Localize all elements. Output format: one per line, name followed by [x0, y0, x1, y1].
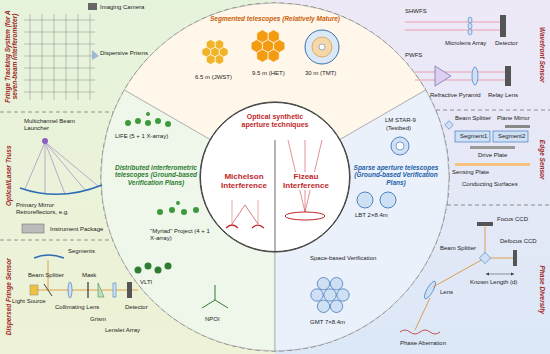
part-label: Primary Mirror Retroreflectors, e.g.	[16, 202, 86, 216]
node-text: Wavefront Sensor	[538, 5, 545, 105]
sector-heading: Distributed interferometric telescopes (…	[112, 164, 200, 186]
part-label: Beam Splitter	[440, 245, 476, 252]
node-text: Michelson Interference	[218, 172, 270, 190]
part-label: Segment1	[460, 133, 487, 140]
part-label: LM STAR-9	[385, 117, 416, 124]
part-label: GMT 7×8.4m	[310, 319, 345, 326]
part-label: Phase Aberration	[400, 340, 446, 347]
part-label: "Myriad" Project (4 + 1 X-array)	[150, 228, 212, 242]
part-label: Refractive Pyramid	[430, 92, 481, 99]
sector-heading: Sparse aperture telescopes (Ground-based…	[352, 164, 440, 186]
node-text: Distributed interferometric telescopes (…	[112, 164, 200, 186]
part-label: Multichannel Beam Launcher	[24, 118, 79, 132]
part-label: Light Source	[12, 298, 46, 305]
part-label: Dispersive Prisms	[100, 50, 148, 57]
part-label: Space-based Verification	[310, 255, 376, 262]
part-label: Defocus CCD	[500, 238, 537, 245]
part-label: Segment2	[498, 133, 525, 140]
panel-heading: Optical/Laser Truss	[5, 126, 12, 226]
part-label: (Testbed)	[386, 125, 411, 132]
part-label: Instrument Package	[50, 226, 103, 233]
panel-heading: Phase Diversity	[538, 240, 545, 340]
part-label: Microlens Array	[445, 40, 486, 47]
sector-heading: Segmented telescopes (Relatively Mature)	[205, 15, 345, 22]
part-label: Lenslet Array	[105, 327, 140, 334]
node-text: Sparse aperture telescopes (Ground-based…	[352, 164, 440, 186]
part-label: Imaging Camera	[100, 4, 144, 11]
interference-type: Michelson Interference	[218, 172, 270, 190]
technique-circle: Optical synthetic aperture techniquesMic…	[200, 102, 350, 252]
panel-heading: Edge Sensor	[538, 115, 545, 205]
part-label: Sensing Plate	[452, 169, 489, 176]
part-label: 9.5 m (HET)	[252, 70, 285, 77]
part-label: LBT 2×8.4m	[355, 212, 388, 219]
part-label: 6.5 m (JWST)	[195, 74, 232, 81]
part-label: SHWFS	[405, 8, 427, 15]
node-text: Dispersed Fringe Sensor	[5, 247, 12, 347]
core-title: Optical synthetic aperture techniques	[235, 113, 315, 129]
part-label: 30 m (TMT)	[305, 70, 336, 77]
part-label: Segments	[68, 248, 95, 255]
part-label: Beam Splitter	[455, 115, 491, 122]
interference-type: Fizeau Interference	[280, 172, 332, 190]
node-text: Optical/Laser Truss	[5, 126, 12, 226]
part-label: Beam Splitter	[28, 272, 64, 279]
node-text: Segmented telescopes (Relatively Mature)	[205, 15, 345, 22]
part-label: Drive Plate	[478, 152, 507, 159]
part-label: Mask	[82, 272, 96, 279]
part-label: Relay Lens	[488, 92, 518, 99]
part-label: Known Length (d)	[470, 279, 517, 286]
part-label: Focus CCD	[497, 216, 528, 223]
node-text: Edge Sensor	[538, 115, 545, 205]
panel-heading: Fringe Tracking System (for A seven-beam…	[4, 1, 19, 111]
part-label: Detector	[125, 304, 148, 311]
part-label: Grism	[90, 316, 106, 323]
part-label: Detector	[495, 40, 518, 47]
node-text: Fizeau Interference	[280, 172, 332, 190]
part-label: Collimating Lens	[55, 304, 99, 311]
part-label: LIFE (5 + 1 X-array)	[115, 133, 168, 140]
part-label: PWFS	[405, 52, 422, 59]
part-label: NPOI	[205, 316, 220, 323]
node-text: Phase Diversity	[538, 240, 545, 340]
part-label: Conducting Surfaces	[462, 181, 518, 188]
part-label: Lens	[440, 289, 453, 296]
part-label: VLTI	[140, 279, 152, 286]
node-text: Fringe Tracking System (for A seven-beam…	[4, 1, 19, 111]
panel-heading: Dispersed Fringe Sensor	[5, 247, 12, 347]
panel-heading: Wavefront Sensor	[538, 5, 545, 105]
part-label: Plane Mirror	[497, 115, 530, 122]
